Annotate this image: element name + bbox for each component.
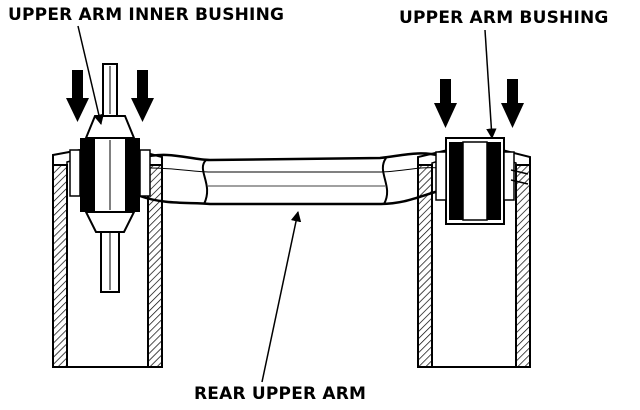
- leader-line-inner-bushing: [77, 25, 104, 126]
- leader-line-rear-upper-arm: [261, 210, 302, 383]
- label-upper-arm-inner-bushing: UPPER ARM INNER BUSHING: [8, 5, 285, 25]
- label-upper-arm-bushing: UPPER ARM BUSHING: [399, 8, 609, 28]
- label-rear-upper-arm: REAR UPPER ARM: [194, 384, 367, 404]
- right-housing: [417, 149, 531, 368]
- press-arrow-left-2: [131, 70, 154, 122]
- press-arrow-right-1: [434, 79, 457, 128]
- upper-arm-bushing: [435, 137, 529, 225]
- left-housing: [52, 149, 163, 368]
- inner-bushing: [69, 115, 151, 233]
- rear-upper-arm-tube: [139, 152, 443, 206]
- inner-bushing-shaft: [100, 63, 120, 293]
- press-arrow-right-2: [501, 79, 524, 128]
- press-arrow-left-1: [66, 70, 89, 122]
- leader-line-upper-arm-bushing: [484, 29, 497, 140]
